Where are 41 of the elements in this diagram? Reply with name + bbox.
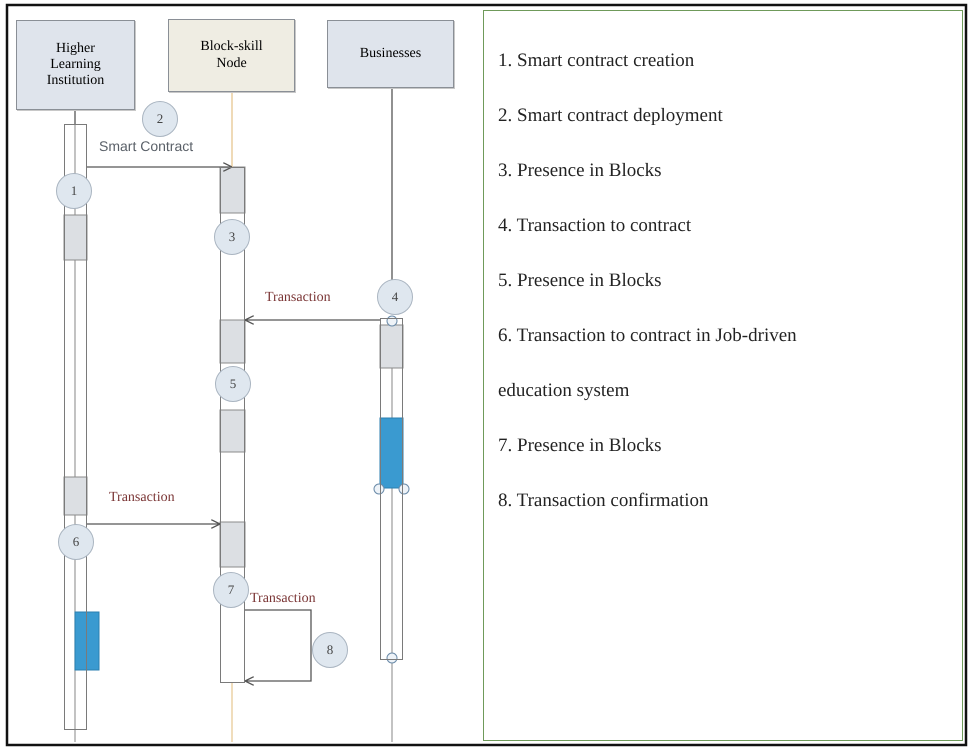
edge-label: Smart Contract xyxy=(98,138,194,154)
lifeline-bar xyxy=(380,318,403,660)
step-circle xyxy=(215,366,251,402)
step-description: 7. Presence in Blocks xyxy=(498,434,663,458)
step-circle xyxy=(214,219,250,255)
step-number: 2 xyxy=(156,111,164,127)
participant-box xyxy=(327,20,454,88)
participant-name: Businesses xyxy=(360,46,422,62)
lifeline xyxy=(391,88,393,280)
step-circle xyxy=(213,572,249,608)
step-description: 5. Presence in Blocks xyxy=(498,269,663,293)
step-circle xyxy=(312,632,348,668)
message-arrow xyxy=(244,609,312,686)
step-number: 4 xyxy=(392,289,398,305)
message-arrow xyxy=(87,518,221,530)
participant-box xyxy=(168,19,295,92)
participant-box xyxy=(16,20,135,110)
participant-name: Higher Learning Institution xyxy=(46,40,106,90)
step-number: 1 xyxy=(70,183,78,199)
step-circle xyxy=(58,524,94,560)
lifeline xyxy=(231,92,233,167)
step-description: 8. Transaction confirmation xyxy=(498,489,710,513)
lifeline-bar xyxy=(64,124,87,730)
lifeline xyxy=(74,110,76,124)
step-description: 1. Smart contract creation xyxy=(498,49,696,73)
step-description: 3. Presence in Blocks xyxy=(498,159,663,183)
step-number: 7 xyxy=(228,582,234,598)
step-circle xyxy=(142,101,178,137)
participant-name: Block-skill Node xyxy=(199,39,264,72)
message-arrow xyxy=(244,314,380,326)
step-number: 8 xyxy=(326,642,334,658)
step-description: 4. Transaction to contract xyxy=(498,214,692,238)
step-number: 5 xyxy=(230,376,236,392)
legend-panel xyxy=(483,10,963,741)
step-circle xyxy=(56,173,92,209)
step-description: 2. Smart contract deployment xyxy=(498,104,724,128)
step-circle xyxy=(377,279,413,315)
message-arrow xyxy=(87,162,233,172)
step-description: 6. Transaction to contract in Job-driven education system xyxy=(498,324,798,403)
step-number: 3 xyxy=(228,229,236,245)
step-number: 6 xyxy=(72,534,80,550)
